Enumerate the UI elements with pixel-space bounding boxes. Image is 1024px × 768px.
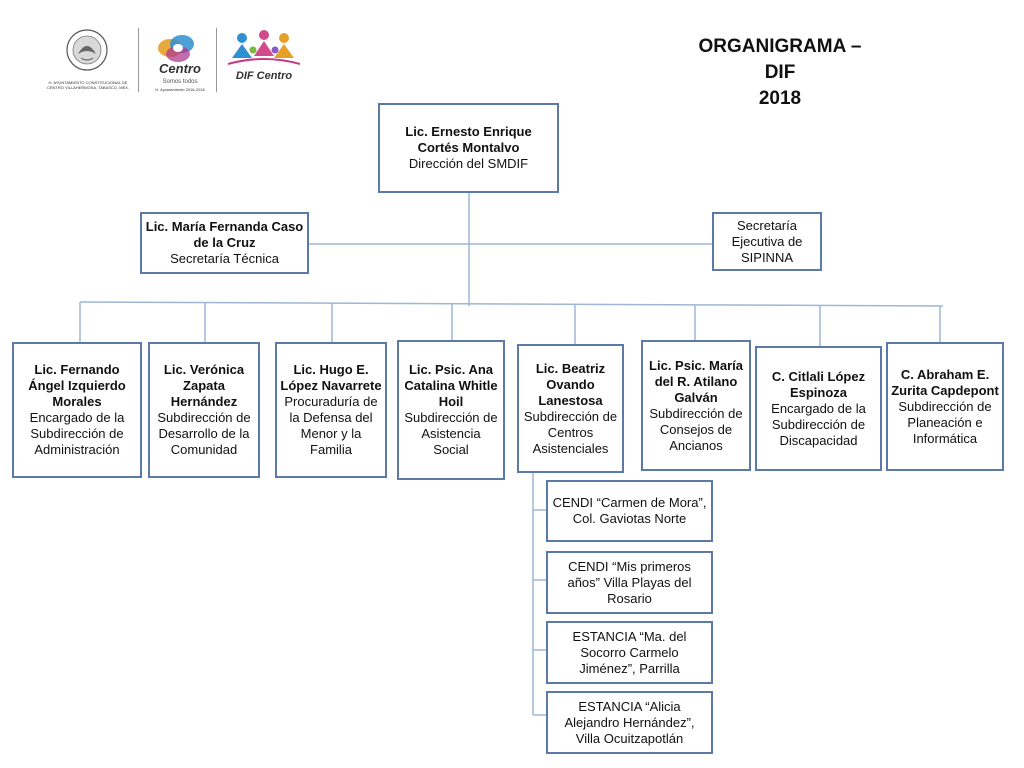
unit-role: Encargado de la Subdirección de Administ… <box>29 410 125 457</box>
unit-role: Subdirección de Planeación e Informática <box>898 398 992 446</box>
chart-title: ORGANIGRAMA – DIF 2018 <box>690 34 870 112</box>
mexican-seal-logo <box>66 29 108 71</box>
centro-tagline: Somos todos <box>162 79 198 85</box>
unit-name: Lic. Hugo E. López Navarrete <box>280 362 382 393</box>
unit-name: Lic. Beatriz Ovando Lanestosa <box>535 360 606 408</box>
unit-box-planeacion-informatica: C. Abraham E. Zurita Capdepont Subdirecc… <box>886 342 1004 471</box>
chart-title-line2: 2018 <box>758 88 802 109</box>
technical-secretary-role: Secretaría Técnica <box>170 251 279 266</box>
unit-name: Lic. Psic. María del R. Atilano Galván <box>649 357 743 405</box>
logo-divider-2 <box>216 28 217 92</box>
unit-box-desarrollo-comunidad: Lic. Verónica Zapata Hernández Subdirecc… <box>148 342 260 478</box>
unit-box-discapacidad: C. Citlali López Espinoza Encargado de l… <box>755 346 882 471</box>
unit-role: Procuraduría de la Defensa del Menor y l… <box>284 394 378 457</box>
chart-title-line1: ORGANIGRAMA – DIF <box>698 36 862 83</box>
center-text: CENDI “Carmen de Mora”, Col. Gaviotas No… <box>552 495 707 526</box>
dif-centro-logo <box>227 30 301 65</box>
center-text: ESTANCIA “Alicia Alejandro Hernández”, V… <box>564 698 695 746</box>
director-role: Dirección del SMDIF <box>408 156 529 171</box>
centro-logo <box>158 35 194 62</box>
center-box-cendi-mis-primeros-anos: CENDI “Mis primeros años” Villa Playas d… <box>546 551 713 614</box>
unit-role: Subdirección de Asistencia Social <box>404 410 498 457</box>
sipinna-secretary-role: Secretaría Ejecutiva de SIPINNA <box>731 217 803 265</box>
seal-caption: H. AYUNTAMIENTO CONSTITUCIONAL DE CENTRO… <box>46 80 130 90</box>
dif-centro-word: DIF Centro <box>235 70 293 82</box>
units-bus <box>79 301 944 307</box>
unit-name: Lic. Psic. Ana Catalina Whitle Hoil <box>404 362 498 409</box>
unit-name: C. Abraham E. Zurita Capdepont <box>891 366 999 398</box>
center-text: CENDI “Mis primeros años” Villa Playas d… <box>567 558 692 606</box>
unit-name: C. Citlali López Espinoza <box>771 368 866 400</box>
unit-role: Encargado de la Subdirección de Discapac… <box>771 400 866 448</box>
technical-secretary-name: Lic. María Fernanda Caso de la Cruz <box>145 219 304 250</box>
unit-box-centros-asistenciales: Lic. Beatriz Ovando Lanestosa Subdirecci… <box>517 344 624 473</box>
center-box-estancia-alicia-alejandro: ESTANCIA “Alicia Alejandro Hernández”, V… <box>546 691 713 754</box>
unit-role: Subdirección de Centros Asistenciales <box>523 408 618 456</box>
center-text: ESTANCIA “Ma. del Socorro Carmelo Jiméne… <box>572 628 687 676</box>
unit-box-consejos-ancianos: Lic. Psic. María del R. Atilano Galván S… <box>641 340 751 471</box>
unit-name: Lic. Fernando Ángel Izquierdo Morales <box>28 362 126 409</box>
centro-caption: H. Ayuntamiento 2016-2018 <box>155 87 205 92</box>
unit-box-procuraduria: Lic. Hugo E. López Navarrete Procuradurí… <box>275 342 387 478</box>
unit-box-administracion: Lic. Fernando Ángel Izquierdo Morales En… <box>12 342 142 478</box>
director-box: Lic. Ernesto Enrique Cortés Montalvo Dir… <box>378 103 559 193</box>
logo-bar: H. AYUNTAMIENTO CONSTITUCIONAL DE CENTRO… <box>40 22 310 98</box>
logo-divider <box>138 28 139 92</box>
director-name: Lic. Ernesto Enrique Cortés Montalvo <box>405 124 532 155</box>
center-box-estancia-socorro-carmelo: ESTANCIA “Ma. del Socorro Carmelo Jiméne… <box>546 621 713 684</box>
unit-box-asistencia-social: Lic. Psic. Ana Catalina Whitle Hoil Subd… <box>397 340 505 480</box>
unit-role: Subdirección de Desarrollo de la Comunid… <box>157 410 251 457</box>
center-box-cendi-carmen-de-mora: CENDI “Carmen de Mora”, Col. Gaviotas No… <box>546 480 713 542</box>
unit-name: Lic. Verónica Zapata Hernández <box>163 362 245 409</box>
technical-secretary-box: Lic. María Fernanda Caso de la Cruz Secr… <box>140 212 309 274</box>
unit-role: Subdirección de Consejos de Ancianos <box>649 405 743 453</box>
sipinna-secretary-box: Secretaría Ejecutiva de SIPINNA <box>712 212 822 271</box>
